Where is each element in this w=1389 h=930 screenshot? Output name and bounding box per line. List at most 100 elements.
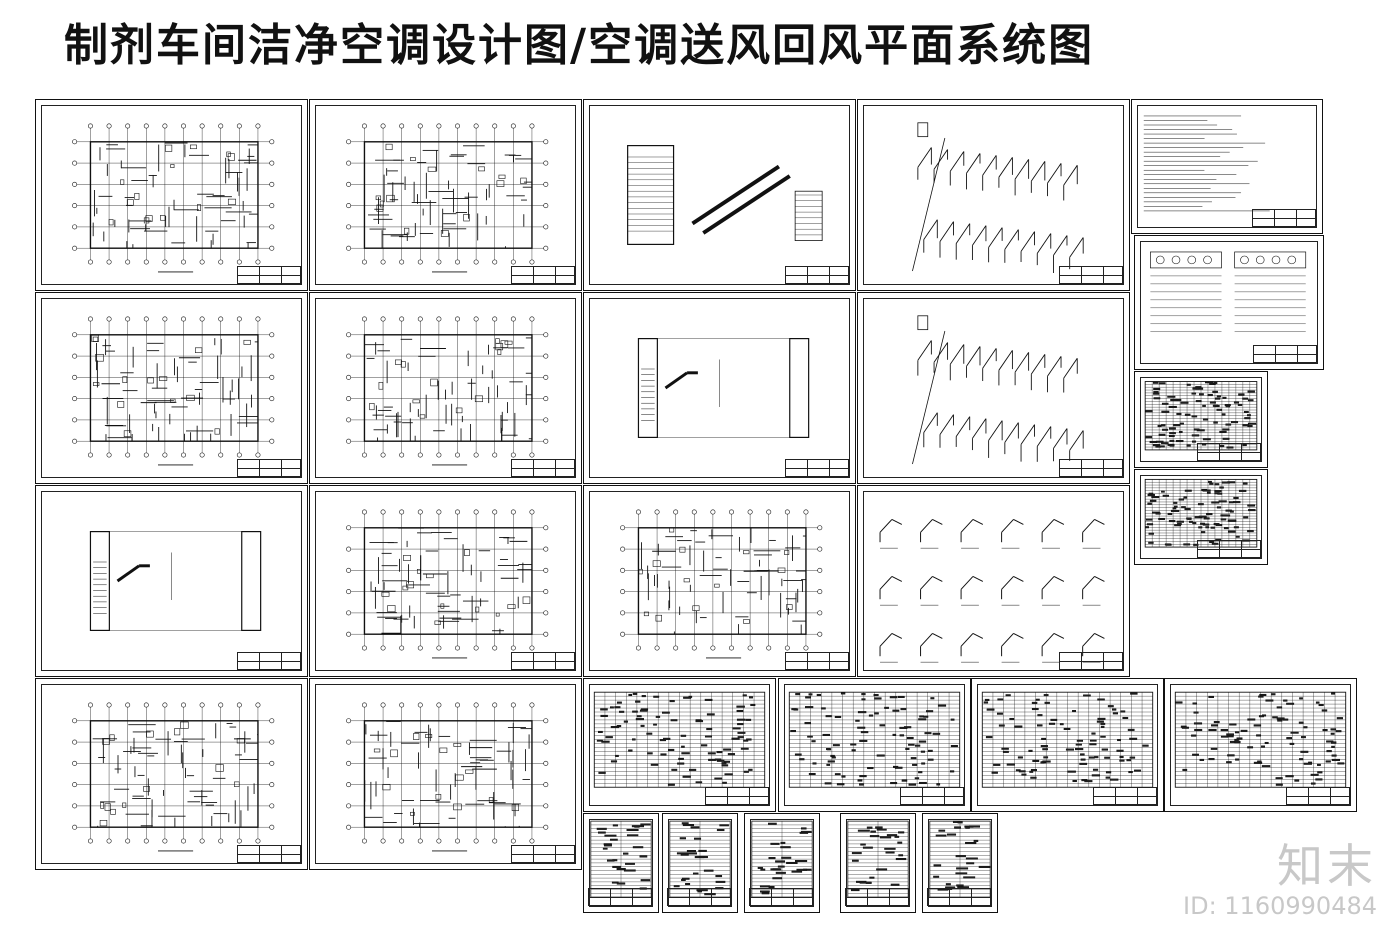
sheet-frame [928,819,992,907]
sheet-frame [977,684,1158,806]
sheet-frame [1140,241,1318,364]
sheet-drawing [89,531,262,631]
title-block [1286,787,1350,805]
drawing-sheet-riser [583,99,856,291]
sheet-drawing [72,316,275,466]
sheet-frame [315,491,576,671]
sheet-frame [315,105,576,285]
drawing-sheet-plan [35,99,308,291]
sheet-drawing [590,820,652,898]
drawing-sheet-notes [1131,99,1323,234]
sheet-drawing [751,820,813,898]
sheet-drawing [1144,381,1258,451]
title-block [667,888,731,906]
page-title: 制剂车间洁净空调设计图/空调送风回风平面系统图 [64,20,1095,71]
drawing-sheet-plan [309,99,582,291]
drawing-sheet-list [662,813,738,913]
sheet-frame [589,684,770,806]
sheet-drawing [620,509,823,659]
sheet-frame [1140,475,1262,559]
drawing-sheet-plan [309,292,582,484]
drawing-sheet-plan [583,485,856,677]
drawing-sheet-table [971,678,1164,812]
sheet-frame [589,491,850,671]
drawing-sheet-plan [35,678,308,870]
title-block [785,652,849,670]
drawing-sheet-list [583,813,659,913]
title-block [511,266,575,284]
sheet-frame [589,298,850,478]
sheet-drawing [346,316,549,466]
title-block [845,888,909,906]
title-block [1059,652,1123,670]
sheet-drawing [912,315,1084,465]
title-block [237,845,301,863]
sheet-frame [41,684,302,864]
title-block [1059,266,1123,284]
drawing-sheet-plan [309,678,582,870]
sheet-drawing [879,519,1105,663]
title-block [1197,540,1261,558]
title-block [785,266,849,284]
title-block [588,888,652,906]
title-block [1059,459,1123,477]
sheet-drawing [1174,691,1347,788]
title-block [1197,443,1261,461]
drawing-sheet-table [1134,371,1268,468]
sheet-frame [863,491,1124,671]
drawing-sheet-axo [857,99,1130,291]
watermark-logo: 知末 [1277,839,1377,893]
sheet-drawing [637,338,810,438]
sheet-drawing [346,123,549,273]
sheet-frame [41,491,302,671]
title-block [785,459,849,477]
title-block [1093,787,1157,805]
sheet-frame [41,298,302,478]
title-block [1252,209,1316,227]
sheet-drawing [788,691,961,788]
sheet-drawing [669,820,731,898]
sheet-frame [1140,377,1262,462]
title-block [237,459,301,477]
sheet-drawing [593,691,766,788]
watermark: 知末 ID: 1160990484 [1183,840,1377,920]
drawing-sheet-list [922,813,998,913]
title-block [927,888,991,906]
sheet-frame [846,819,910,907]
sheet-frame [589,105,850,285]
sheet-frame [1137,105,1317,228]
title-block [237,266,301,284]
title-block [237,652,301,670]
drawing-sheet-shaft [583,292,856,484]
sheet-frame [668,819,732,907]
sheet-frame [863,298,1124,478]
sheet-frame [750,819,814,907]
title-block [511,652,575,670]
sheet-drawing [1150,251,1307,332]
sheet-frame [589,819,653,907]
drawing-sheet-list [840,813,916,913]
sheet-drawing [912,122,1084,273]
title-block [705,787,769,805]
sheet-drawing [929,820,991,898]
drawing-sheet-table [1134,469,1268,565]
sheet-drawing [1143,115,1270,212]
sheet-frame [863,105,1124,285]
drawing-sheet-shaft [35,485,308,677]
title-block [511,845,575,863]
sheet-drawing [981,691,1154,788]
drawing-sheet-table [583,678,776,812]
title-block [900,787,964,805]
drawing-sheet-table [778,678,971,812]
drawing-sheet-table [1164,678,1357,812]
drawing-sheet-plan [309,485,582,677]
watermark-id: ID: 1160990484 [1183,892,1377,920]
sheet-drawing [346,702,549,852]
sheet-frame [1170,684,1351,806]
drawing-sheet-list [744,813,820,913]
sheet-frame [315,298,576,478]
sheet-drawing [72,123,275,273]
title-block [511,459,575,477]
sheet-drawing [627,145,823,245]
sheet-drawing [346,509,549,659]
